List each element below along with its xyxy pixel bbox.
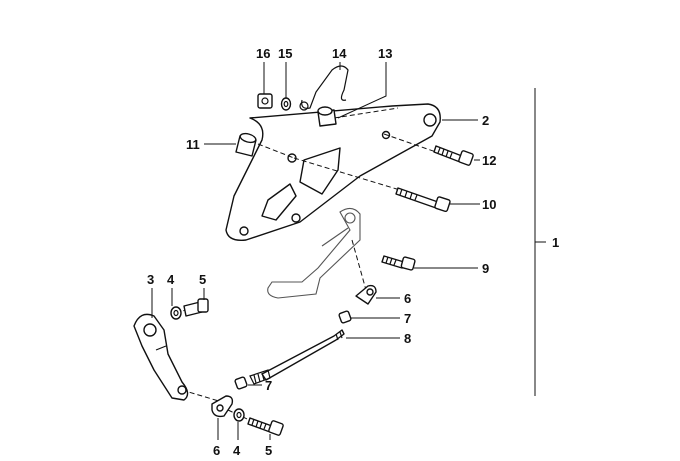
gear-shift-lever-3 — [133, 313, 189, 401]
label-14: 14 — [332, 46, 347, 61]
label-10: 10 — [482, 197, 496, 212]
return-spring-14 — [299, 65, 349, 111]
washer-4-upper — [170, 306, 182, 320]
label-8: 8 — [404, 331, 411, 346]
leader-lines — [151, 62, 480, 440]
clevis-6-lower — [211, 395, 234, 418]
brake-lever-outline — [267, 207, 361, 299]
label-6-lower: 6 — [213, 443, 220, 458]
label-11: 11 — [186, 137, 200, 152]
callout-labels: 1 2 3 4 4 5 5 6 6 7 7 8 9 10 11 12 13 14… — [147, 46, 559, 458]
nut-7-upper — [338, 310, 352, 324]
assembly-bracket-1 — [534, 88, 546, 396]
label-16: 16 — [256, 46, 270, 61]
label-2: 2 — [482, 113, 489, 128]
label-5-lower: 5 — [265, 443, 272, 458]
bolt-10 — [395, 187, 451, 213]
label-15: 15 — [278, 46, 292, 61]
label-4-upper: 4 — [167, 272, 175, 287]
label-9: 9 — [482, 261, 489, 276]
spacer-sleeve-11 — [235, 132, 257, 157]
rubber-bush-13 — [317, 106, 337, 127]
clevis-6-upper — [355, 284, 377, 305]
nut-16 — [257, 93, 273, 109]
washer-4-lower — [233, 408, 245, 422]
label-5-upper: 5 — [199, 272, 206, 287]
footrest-bracket-plate — [225, 103, 441, 241]
label-3: 3 — [147, 272, 154, 287]
screw-5-lower — [247, 417, 284, 436]
shift-rod-8 — [249, 329, 345, 385]
washer-15 — [280, 97, 292, 111]
bolt-12 — [433, 145, 474, 166]
label-12: 12 — [482, 153, 496, 168]
label-7-lower: 7 — [265, 378, 272, 393]
screw-5-upper — [183, 298, 209, 317]
label-7-upper: 7 — [404, 311, 411, 326]
label-6-upper: 6 — [404, 291, 411, 306]
label-13: 13 — [378, 46, 392, 61]
label-1: 1 — [552, 235, 559, 250]
nut-7-lower — [234, 376, 248, 390]
label-4-lower: 4 — [233, 443, 241, 458]
bolt-9 — [381, 255, 416, 271]
